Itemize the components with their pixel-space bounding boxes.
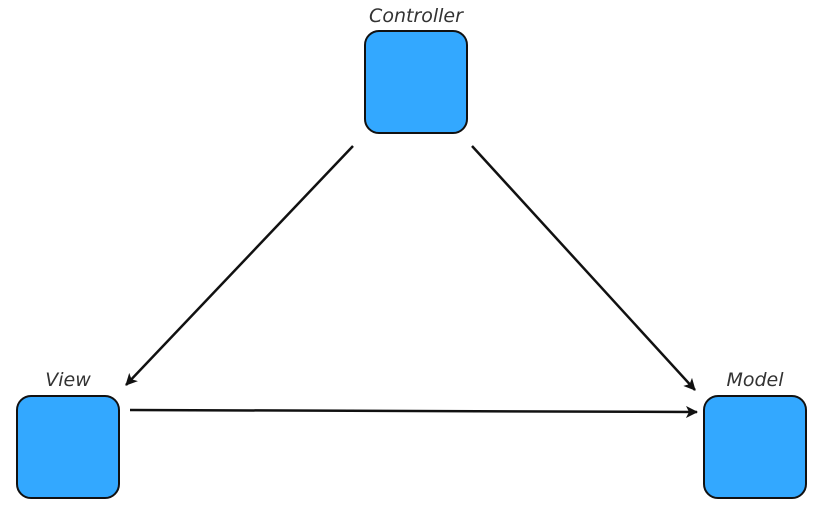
controller-box xyxy=(364,30,468,134)
view-label: View xyxy=(45,369,91,391)
arrow-view-to-model xyxy=(129,405,698,418)
node-view: View xyxy=(16,369,120,499)
arrow-controller-to-view xyxy=(125,145,354,386)
controller-label: Controller xyxy=(369,5,464,27)
arrow-controller-to-model xyxy=(471,145,696,391)
view-box xyxy=(16,395,120,499)
model-label: Model xyxy=(726,369,784,391)
model-box xyxy=(703,395,807,499)
node-model: Model xyxy=(703,369,807,499)
node-controller: Controller xyxy=(364,5,468,134)
